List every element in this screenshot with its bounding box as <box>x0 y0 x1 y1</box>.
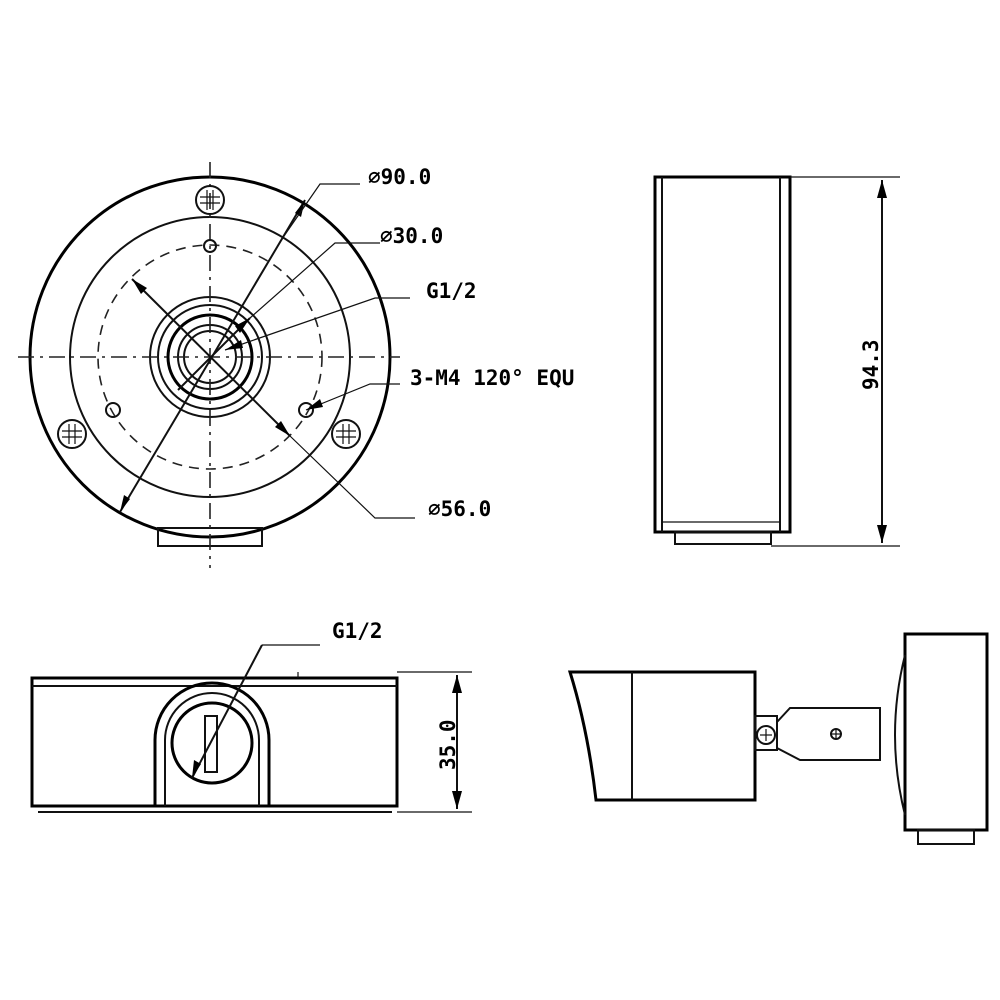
front-view: G1/2 35.0 <box>30 619 472 813</box>
dim-90-leader <box>283 183 360 237</box>
label-diameter-56: ∅56.0 <box>428 497 491 521</box>
camera-view <box>567 632 989 845</box>
hub-thread-outer <box>166 313 254 401</box>
camera-housing <box>567 670 757 802</box>
thread-leader <box>224 297 410 351</box>
dim-90-arrow-b <box>295 200 305 217</box>
side-dim-arrow-bottom <box>877 525 887 543</box>
label-diameter-30: ∅30.0 <box>380 224 443 248</box>
dim-56-leader <box>289 435 415 519</box>
side-view: 94.3 <box>653 175 900 547</box>
mount-hole-top <box>203 239 217 253</box>
screws-leader <box>305 383 400 411</box>
front-thread-arrow <box>192 760 201 778</box>
label-thread-front: G1/2 <box>332 619 383 643</box>
screw-boss-left <box>57 419 87 449</box>
dim-30-leader <box>249 242 380 319</box>
side-body <box>653 175 792 534</box>
bracket-arm <box>776 707 881 761</box>
screws-arrow <box>306 399 323 410</box>
front-body <box>30 676 399 808</box>
label-thread-top: G1/2 <box>426 279 477 303</box>
junction-box-lip <box>894 654 906 816</box>
port-arch-inner <box>164 692 260 806</box>
thread-arrow <box>225 340 243 350</box>
port-circle <box>170 701 254 785</box>
port-arch-outer <box>153 681 271 806</box>
label-screws: 3-M4 120° EQU <box>410 366 574 390</box>
dim-56-arrow-a <box>132 279 147 294</box>
top-view: ∅90.0 ∅30.0 G1/2 3-M4 120° EQU ∅56.0 <box>18 162 574 568</box>
junction-box <box>903 632 989 832</box>
label-diameter-90: ∅90.0 <box>368 165 431 189</box>
dim-56-arrow-b <box>275 421 290 436</box>
label-height-94: 94.3 <box>859 339 883 390</box>
side-dim-arrow-top <box>877 180 887 198</box>
side-foot <box>674 531 772 545</box>
port-slot <box>204 715 218 773</box>
mount-hole-left <box>105 402 121 418</box>
dim-30-arrow <box>235 318 250 333</box>
front-thread-leader <box>191 644 263 779</box>
junction-box-foot <box>917 829 975 845</box>
front-dim-arrow-bottom <box>452 791 462 809</box>
screw-boss-top <box>195 185 225 215</box>
screw-boss-right <box>331 419 361 449</box>
bracket-joint <box>756 725 776 745</box>
front-dim-arrow-top <box>452 675 462 693</box>
mount-hole-right <box>298 402 314 418</box>
dim-56-line <box>131 278 291 437</box>
dim-90-arrow-a <box>120 495 130 512</box>
label-height-35: 35.0 <box>436 719 460 770</box>
